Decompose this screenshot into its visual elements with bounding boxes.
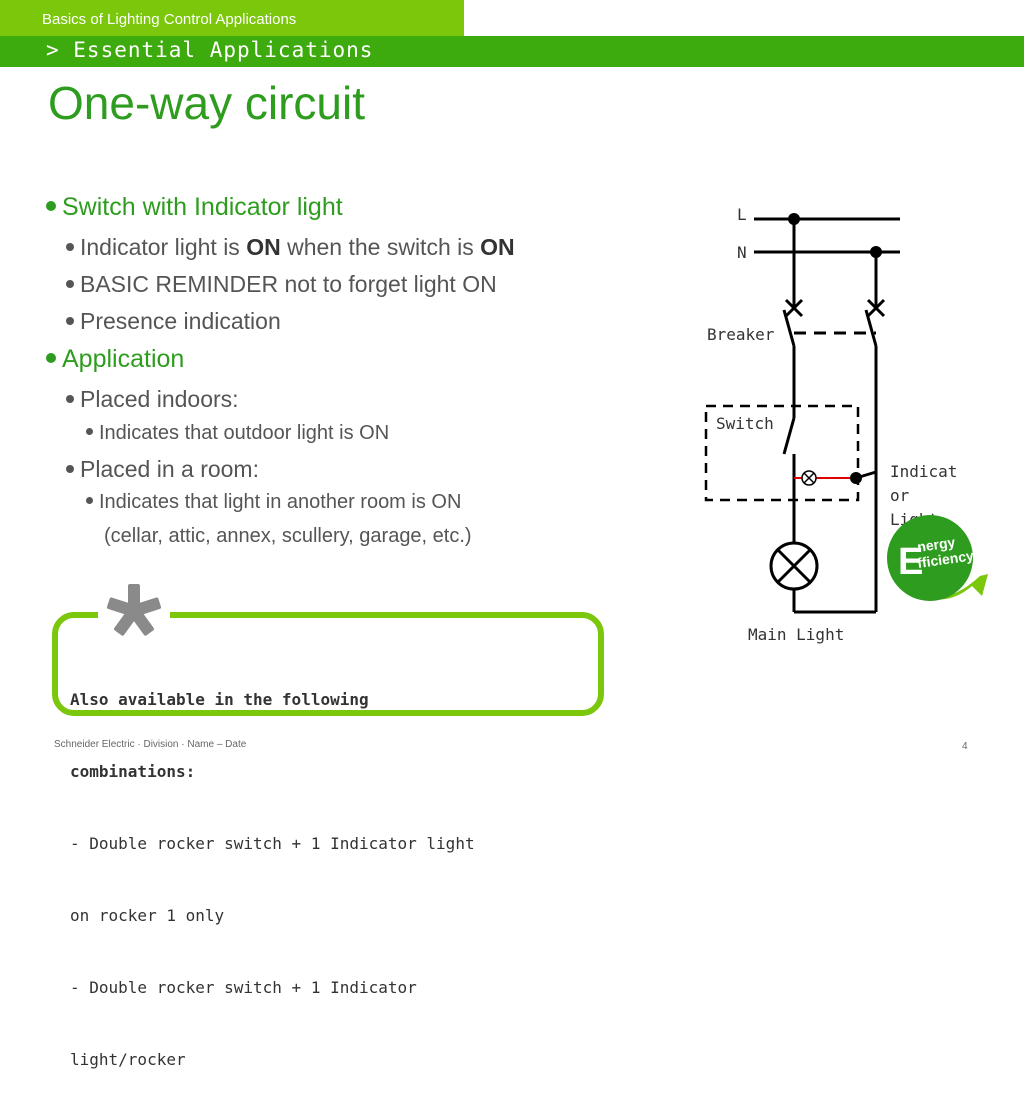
star-icon [98,578,170,640]
section-bar [0,36,1024,67]
bullet-indicator-on: Indicator light is ON when the switch is… [66,234,515,261]
label-main-light: Main Light [748,625,844,644]
callout-line: - Double rocker switch + 1 Indicator [70,978,417,997]
logo-text-2: fficiency [916,547,975,571]
label-breaker: Breaker [707,325,775,344]
circuit-diagram: L N Breaker Switch Indicat or Light Main… [704,205,957,644]
footer-info: Schneider Electric · Division · Name – D… [54,739,247,750]
logo-text-1: nergy [916,534,956,555]
arrow-icon [904,574,988,600]
bullet-in-room: Placed in a room: [66,456,259,483]
callout-line: on rocker 1 only [70,906,225,925]
callout-line: combinations: [70,762,196,781]
callout-line: Also available in the following [70,690,369,709]
label-L: L [737,205,747,224]
section-title: > Essential Applications [46,38,374,62]
bullet-presence: Presence indication [66,308,281,335]
bullet-another-room-examples: (cellar, attic, annex, scullery, garage,… [104,525,472,547]
label-indicator-1: Indicat [890,462,957,481]
label-indicator-2: or [890,486,910,505]
bullet-dot-icon [66,394,74,403]
bullet-dot-icon [66,464,74,473]
bullet-another-room: Indicates that light in another room is … [86,491,461,514]
label-switch: Switch [716,414,774,433]
switch-contact [782,417,796,455]
energy-efficiency-logo: E nergy fficiency [887,515,988,601]
bullet-outdoor-light: Indicates that outdoor light is ON [86,422,389,445]
page-number: 4 [962,741,968,752]
bullet-reminder: BASIC REMINDER not to forget light ON [66,271,497,298]
bullet-dot-icon [46,201,56,212]
bullet-indoors: Placed indoors: [66,386,239,413]
page-title: One-way circuit [48,77,365,129]
bullet-dot-icon [46,353,56,364]
switch-box [704,404,860,502]
callout-box [52,612,604,716]
callout-text: Also available in the following combinat… [70,640,610,1096]
label-N: N [737,243,747,262]
bullet-dot-icon [66,279,74,288]
bullet-dot-icon [86,428,93,436]
top-bar [0,0,464,36]
logo-letter: E [898,541,923,583]
callout-line: light/rocker [70,1050,186,1069]
bullet-application: Application [46,345,184,374]
bullet-dot-icon [66,316,74,325]
callout-line: - Double rocker switch + 1 Indicator lig… [70,834,475,853]
bullet-dot-icon [86,497,93,505]
bullet-switch-indicator: Switch with Indicator light [46,193,343,222]
presentation-title: Basics of Lighting Control Applications [42,11,297,28]
bullet-dot-icon [66,242,74,251]
breaker-cross-icon [784,298,886,318]
